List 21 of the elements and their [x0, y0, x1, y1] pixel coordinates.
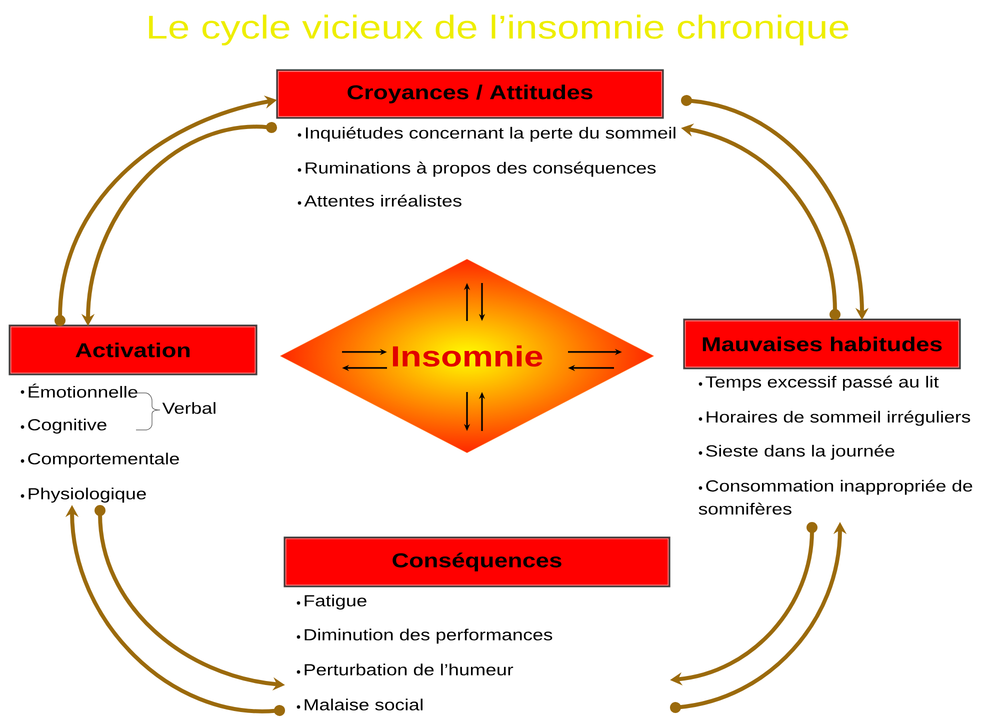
bullet-item: Émotionnelle [20, 384, 138, 398]
bullet-item: Malaise social [296, 698, 422, 710]
bullet-item: Temps excessif passé au lit [698, 376, 939, 391]
heading-box: Croyances / Attitudes [276, 69, 664, 119]
title: Le cycle vicieux de l’insomnie chronique [149, 14, 848, 46]
bullet-item: Perturbation de l’humeur [296, 664, 514, 676]
brace-label: Verbal [162, 402, 216, 414]
bullet-item: Attentes irréalistes [298, 194, 462, 207]
bullet-item: Sieste dans la journée [698, 444, 894, 460]
bullet-item: Consommation inappropriée de somnifères [698, 480, 972, 515]
bullet-item: Physiologique [20, 488, 146, 503]
heading-box: Conséquences [284, 536, 670, 588]
bullet-item: Fatigue [296, 594, 366, 610]
bullet-item: Comportementale [20, 452, 179, 468]
bullet-item: Cognitive [20, 418, 106, 434]
heading-box: Activation [8, 324, 258, 376]
bullet-item: Ruminations à propos des conséquences [298, 162, 656, 177]
bullet-item: Horaires de sommeil irréguliers [698, 410, 970, 426]
heading-box: Mauvaises habitudes [683, 318, 961, 370]
bullet-item: Inquiétudes concernant la perte du sommeil [298, 126, 676, 142]
bullet-item: Diminution des performances [296, 628, 552, 644]
